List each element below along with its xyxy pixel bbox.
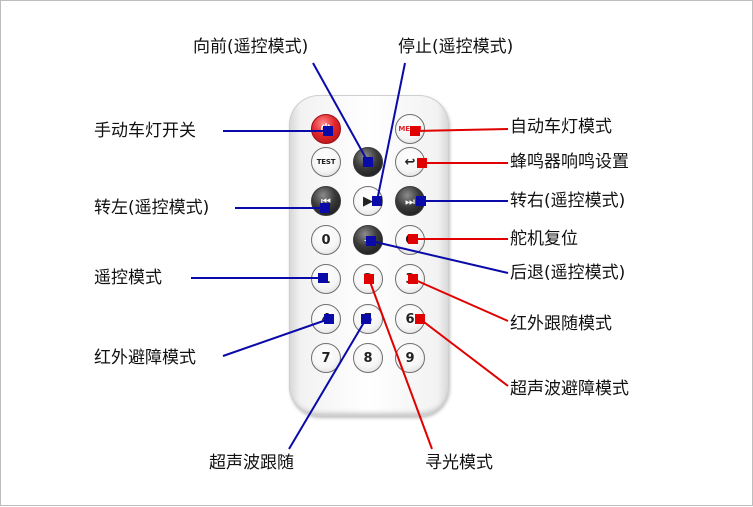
power-glyph: ⏻ <box>320 121 332 137</box>
menu-button[interactable]: MENU <box>395 114 425 144</box>
test-glyph: TEST <box>316 157 336 166</box>
key-7-button[interactable]: 7 <box>311 343 341 373</box>
back-button[interactable]: ↩ <box>395 147 425 177</box>
c-button[interactable]: C <box>395 225 425 255</box>
key-1-button[interactable]: 1 <box>311 264 341 294</box>
key-1-glyph: 1 <box>321 271 331 287</box>
label-stop: 停止(遥控模式) <box>398 37 514 57</box>
power-button[interactable]: ⏻ <box>311 114 341 144</box>
next-button[interactable]: ⏭ <box>395 186 425 216</box>
key-4-glyph: 4 <box>321 311 331 327</box>
test-button[interactable]: TEST <box>311 147 341 177</box>
label-ir-avoid: 红外避障模式 <box>94 348 196 368</box>
key-8-button[interactable]: 8 <box>353 343 383 373</box>
key-6-glyph: 6 <box>405 311 415 327</box>
prev-button[interactable]: ⏮ <box>311 186 341 216</box>
play-glyph: ▶ <box>363 193 373 209</box>
c-glyph: C <box>405 232 415 248</box>
up-button[interactable]: + <box>353 147 383 177</box>
menu-glyph: MENU <box>398 124 422 133</box>
label-forward: 向前(遥控模式) <box>193 37 309 57</box>
label-remote-mode: 遥控模式 <box>94 268 162 288</box>
label-manual-light: 手动车灯开关 <box>94 121 196 141</box>
label-ir-follow: 红外跟随模式 <box>510 314 612 334</box>
label-ultrasonic-avoid: 超声波避障模式 <box>510 379 629 399</box>
down-button[interactable]: − <box>353 225 383 255</box>
key-3-glyph: 3 <box>405 271 415 287</box>
label-light-seek: 寻光模式 <box>425 453 493 473</box>
label-servo-reset: 舵机复位 <box>510 229 578 249</box>
label-turn-right: 转右(遥控模式) <box>510 191 626 211</box>
label-ultrasonic-follow: 超声波跟随 <box>209 453 294 473</box>
label-buzzer: 蜂鸣器响鸣设置 <box>510 152 629 172</box>
key-0-button[interactable]: 0 <box>311 225 341 255</box>
up-glyph: + <box>363 155 373 169</box>
label-auto-light: 自动车灯模式 <box>510 117 612 137</box>
key-2-button[interactable]: 2 <box>353 264 383 294</box>
next-glyph: ⏭ <box>405 194 415 208</box>
label-turn-left: 转左(遥控模式) <box>94 198 210 218</box>
key-9-button[interactable]: 9 <box>395 343 425 373</box>
key-4-button[interactable]: 4 <box>311 304 341 334</box>
key-6-button[interactable]: 6 <box>395 304 425 334</box>
key-7-glyph: 7 <box>321 350 331 366</box>
key-5-glyph: 5 <box>363 311 373 327</box>
key-2-glyph: 2 <box>363 271 373 287</box>
down-glyph: − <box>363 233 373 247</box>
prev-glyph: ⏮ <box>321 194 331 208</box>
key-5-button[interactable]: 5 <box>353 304 383 334</box>
key-9-glyph: 9 <box>405 350 415 366</box>
back-glyph: ↩ <box>404 154 416 170</box>
key-0-glyph: 0 <box>321 232 331 248</box>
key-8-glyph: 8 <box>363 350 373 366</box>
key-3-button[interactable]: 3 <box>395 264 425 294</box>
label-backward: 后退(遥控模式) <box>510 263 626 283</box>
play-button[interactable]: ▶ <box>353 186 383 216</box>
